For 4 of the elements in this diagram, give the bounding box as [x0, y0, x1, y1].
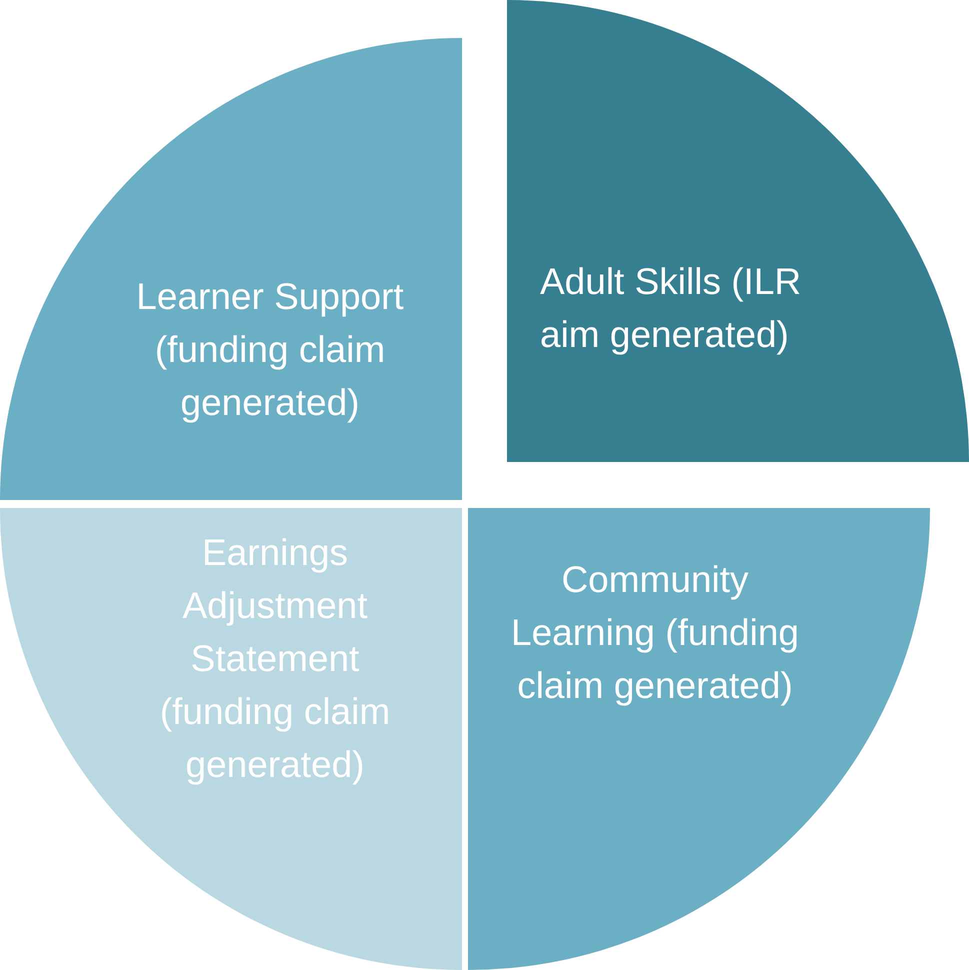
- segment-label: Community Learning (funding claim generated): [510, 558, 800, 708]
- segment-label: Adult Skills (ILR aim generated): [540, 260, 802, 357]
- segment-label: Learner Support (funding claim generated): [135, 275, 405, 425]
- segment-label: Earnings Adjustment Statement (funding claim generated): [158, 531, 392, 787]
